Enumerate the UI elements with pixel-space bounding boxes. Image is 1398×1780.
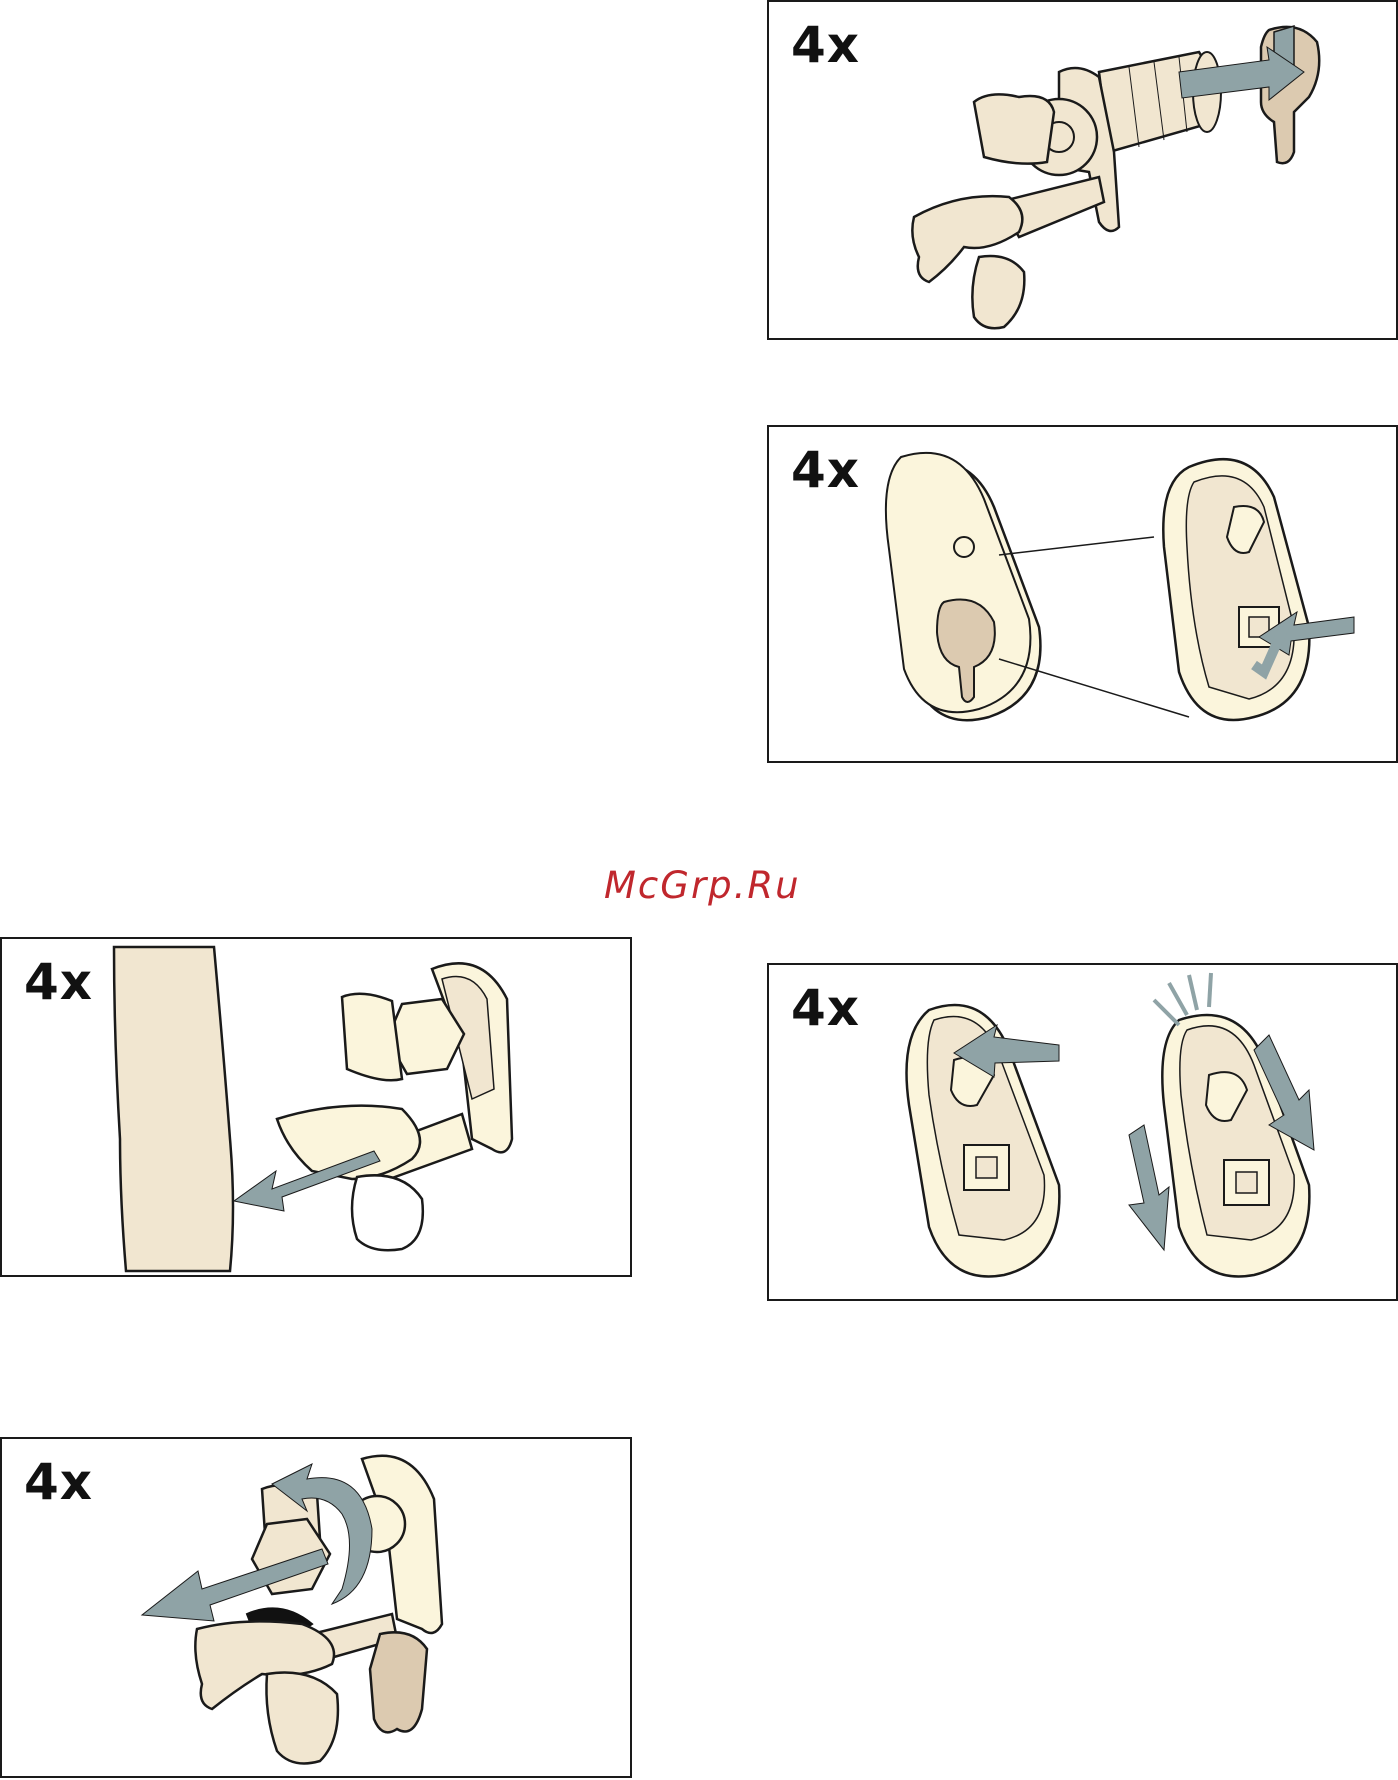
step-panel-3: 4x: [0, 937, 632, 1277]
step-panel-2: 4x: [767, 425, 1398, 763]
illustration-cover-plates: [769, 427, 1398, 765]
illustration-slide-plates: [769, 965, 1398, 1303]
illustration-place-against-wall: [2, 939, 634, 1279]
step-panel-1: 4x: [767, 0, 1398, 340]
watermark: McGrp.Ru: [604, 864, 801, 907]
step-panel-4: 4x: [767, 963, 1398, 1301]
illustration-tighten-bolt: [2, 1439, 634, 1780]
illustration-remove-holder: [769, 2, 1398, 342]
step-panel-5: 4x: [0, 1437, 632, 1778]
